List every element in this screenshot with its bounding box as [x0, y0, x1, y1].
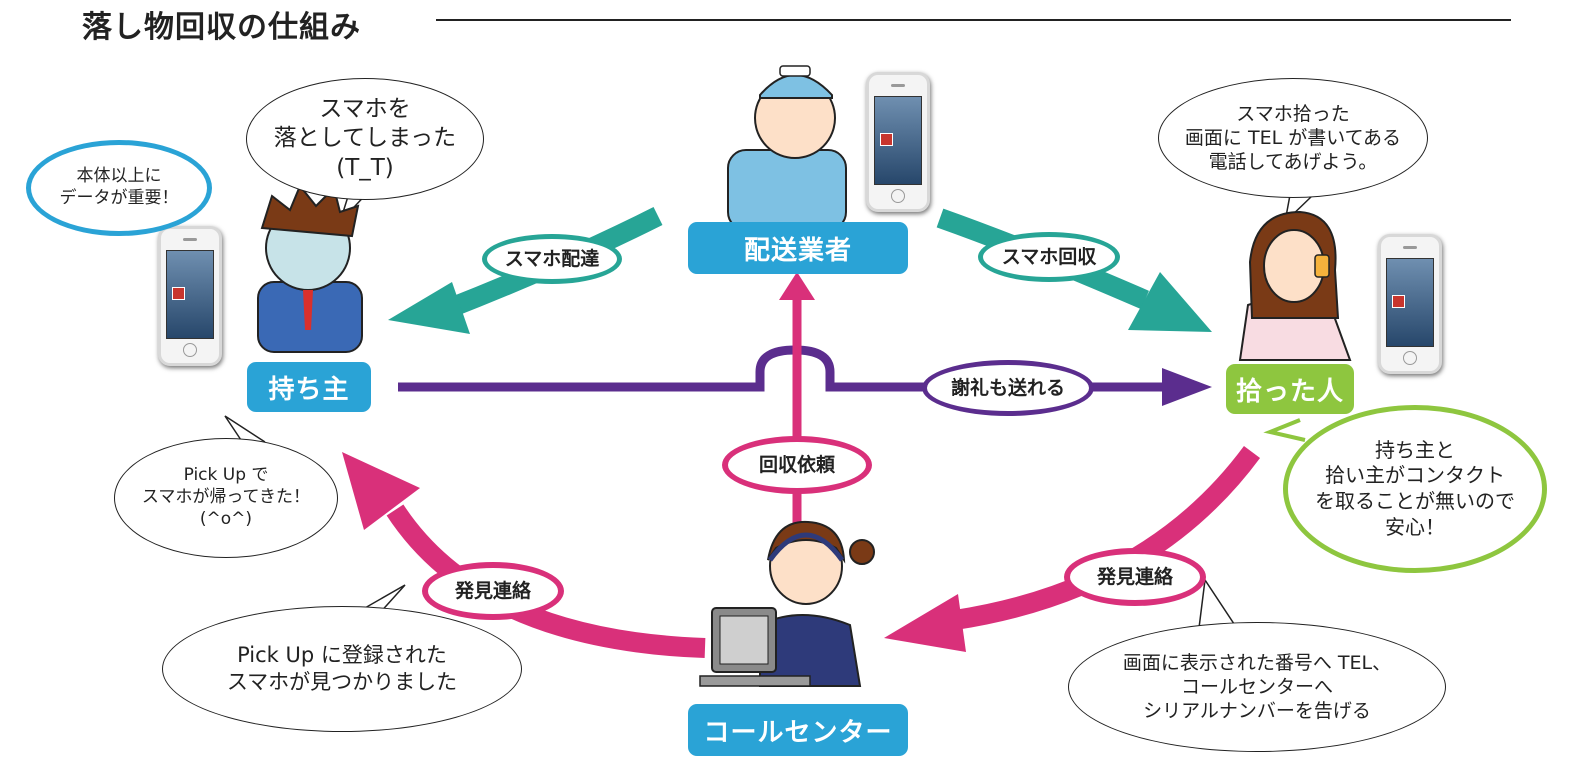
delivery-man-icon	[727, 65, 847, 231]
bubble-tail	[1263, 418, 1306, 442]
label-found-report-right: 発見連絡	[1064, 548, 1206, 606]
title-rule	[436, 19, 1511, 21]
bubble-returned: Pick Up で スマホが帰ってきた！ (^o^)	[114, 438, 338, 558]
arrow-finder-to-callcenter	[884, 446, 1261, 652]
page-title: 落し物回収の仕組み	[82, 10, 361, 45]
label-smartphone-collect: スマホ回収	[978, 232, 1120, 282]
bubble-found-registered: Pick Up に登録された スマホが見つかりました	[162, 606, 522, 732]
operator-woman-icon	[699, 520, 875, 687]
node-finder: 拾った人	[1226, 364, 1354, 414]
owner-person-icon	[257, 184, 363, 353]
bubble-no-contact: 持ち主と 拾い主がコンタクト を取ることが無いので 安心！	[1283, 405, 1547, 573]
bubble-finder-picked: スマホ拾った 画面に TEL が書いてある 電話してあげよう。	[1158, 78, 1428, 198]
finder-woman-icon	[1238, 210, 1352, 361]
smartphone-icon	[866, 72, 930, 212]
bubble-tell-serial: 画面に表示された番号へ TEL、 コールセンターへ シリアルナンバーを告げる	[1068, 622, 1446, 752]
arrow-callcenter-to-delivery	[779, 272, 815, 540]
label-collect-request: 回収依頼	[722, 436, 872, 494]
node-owner: 持ち主	[247, 362, 371, 412]
bubble-owner-data: 本体以上に データが重要！	[26, 140, 212, 236]
node-delivery: 配送業者	[688, 222, 908, 274]
bubble-owner-lost: スマホを 落としてしまった (T_T)	[246, 78, 484, 200]
label-thanks: 謝礼も送れる	[922, 360, 1094, 416]
smartphone-icon	[1378, 234, 1442, 374]
arrow-owner-to-finder	[398, 345, 1212, 406]
smartphone-icon	[158, 226, 222, 366]
bubble-tail	[224, 415, 266, 447]
node-callcenter: コールセンター	[688, 704, 908, 756]
label-smartphone-delivery: スマホ配達	[482, 234, 622, 284]
label-found-report-left: 発見連絡	[422, 562, 564, 620]
